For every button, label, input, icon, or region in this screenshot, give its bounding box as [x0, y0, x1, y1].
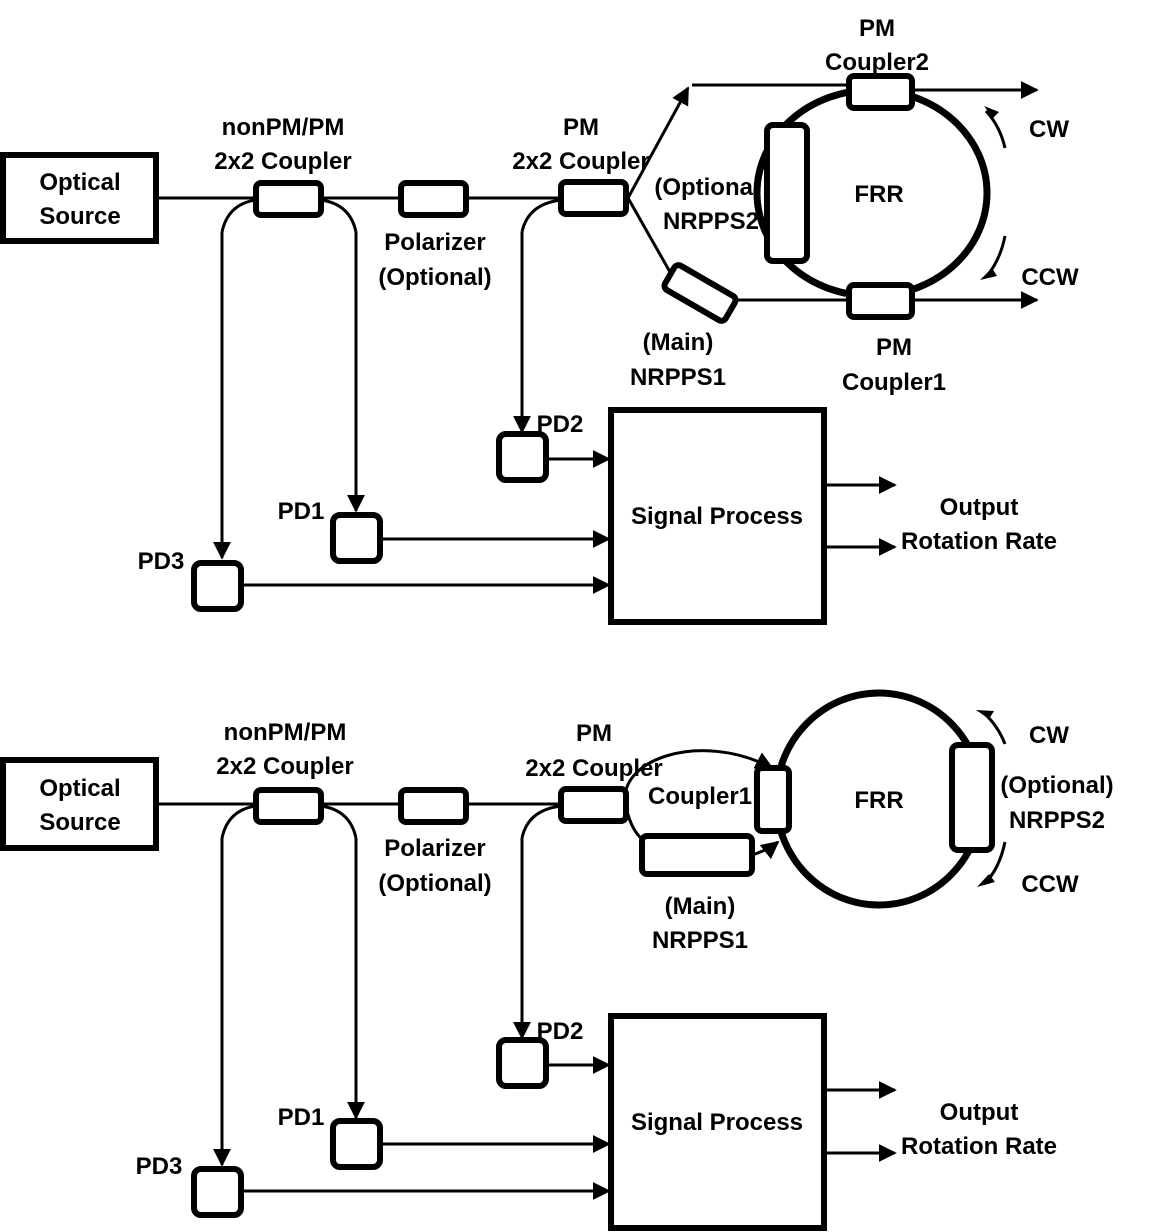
polarizer-2 [398, 787, 469, 825]
nrpps1-box-2 [639, 833, 755, 877]
nrpps2-2-label-line2: NRPPS2 [1009, 807, 1105, 834]
signal-process-box-2 [608, 1013, 827, 1231]
signal-process-label: Signal Process [631, 503, 803, 530]
nrpps2-2-label-line1: (Optional) [1000, 772, 1113, 799]
optical-source-box [0, 152, 159, 244]
nrpps1-2-label-line2: NRPPS1 [652, 927, 748, 954]
pd2-box [496, 431, 549, 483]
pd3-box [191, 560, 244, 612]
polarizer [398, 180, 469, 218]
polarizer-2-label-line2: (Optional) [378, 870, 491, 897]
tap-pd2-hook-2 [520, 804, 562, 839]
coupler-a-2 [253, 787, 324, 825]
nrpps1-box [661, 262, 739, 324]
coupler-a-label-line2: 2x2 Coupler [214, 148, 351, 175]
diagram-top: Optical Source nonPM/PM 2x2 Coupler Pola… [0, 15, 1079, 625]
pm-coupler1 [846, 282, 915, 320]
tap-pd1-hook-2 [320, 804, 358, 839]
signal-process-box [608, 407, 827, 625]
cw-label-2: CW [1029, 722, 1069, 749]
pd3-label: PD3 [138, 548, 185, 575]
frr-label: FRR [854, 181, 903, 208]
pd3-label-2: PD3 [136, 1153, 183, 1180]
cw-arrowhead-icon [984, 106, 999, 118]
nrpps1-label-line2: NRPPS1 [630, 364, 726, 391]
output-label-line2: Rotation Rate [901, 528, 1057, 555]
ccw-arrowhead-icon-2 [977, 874, 995, 887]
nrpps1-2-label-line1: (Main) [665, 893, 736, 920]
optical-source-label-line1: Optical [39, 169, 120, 196]
signal-process-label-2: Signal Process [631, 1109, 803, 1136]
output-2-label-line1: Output [940, 1099, 1019, 1126]
cw-label: CW [1029, 116, 1069, 143]
frr-label-2: FRR [854, 787, 903, 814]
ccw-arrow-icon [984, 235, 1007, 278]
coupler-b-label-line1: PM [563, 114, 599, 141]
polarizer-label-line1: Polarizer [384, 229, 485, 256]
pd3-box-2 [191, 1166, 244, 1218]
cw-arrow-icon [984, 109, 1007, 149]
pd2-label: PD2 [537, 411, 584, 438]
optical-source-box-2 [0, 757, 159, 851]
nrpps2-label-line2: NRPPS2 [663, 208, 759, 235]
optical-source-2-label-line1: Optical [39, 775, 120, 802]
nrpps2-label-line1: (Optional [654, 174, 759, 201]
coupler-b-2-label-line1: PM [576, 720, 612, 747]
coupler-a [253, 180, 324, 218]
tap-pd3-hook-2 [220, 804, 257, 839]
coupler-b [558, 179, 629, 217]
diagram-bottom: Optical Source nonPM/PM 2x2 Coupler Pola… [0, 689, 1114, 1231]
pm-coupler1-label-line2: Coupler1 [842, 369, 946, 396]
pd1-box [330, 512, 383, 564]
nrpps2-box-2 [949, 742, 995, 853]
ccw-label: CCW [1021, 264, 1079, 291]
tap-pd3-hook [220, 198, 257, 233]
tap-pd2-hook [520, 198, 562, 233]
nrpps1-label-line1: (Main) [643, 329, 714, 356]
coupler-b-label-line2: 2x2 Coupler [512, 148, 649, 175]
coupler-b-2 [558, 786, 629, 824]
pd2-label-2: PD2 [537, 1018, 584, 1045]
pd2-box-2 [496, 1037, 549, 1089]
pm-coupler2 [846, 73, 915, 111]
ccw-arrowhead-icon [980, 268, 997, 280]
pd1-label-2: PD1 [278, 1104, 325, 1131]
pd1-label: PD1 [278, 498, 325, 525]
upper-feed-2 [623, 749, 774, 807]
polarizer-label-line2: (Optional) [378, 264, 491, 291]
optical-source-2-label-line2: Source [39, 809, 120, 836]
coupler-a-label-line1: nonPM/PM [222, 114, 345, 141]
coupler-a-2-label-line1: nonPM/PM [224, 719, 347, 746]
coupler1-label: Coupler1 [648, 783, 752, 810]
pm-coupler2-label-line2: Coupler2 [825, 49, 929, 76]
ccw-label-2: CCW [1021, 871, 1079, 898]
pm-coupler1-label-line1: PM [876, 334, 912, 361]
coupler-a-2-label-line2: 2x2 Coupler [216, 753, 353, 780]
optical-source-label-line2: Source [39, 203, 120, 230]
cw-arrowhead-icon-2 [976, 710, 994, 719]
output-label-line1: Output [940, 494, 1019, 521]
nrpps1-to-coupler1 [751, 840, 780, 860]
nrpps2-box [764, 122, 810, 264]
pm-coupler2-label-line1: PM [859, 15, 895, 42]
pd1-box-2 [330, 1118, 383, 1170]
branch-lower [626, 197, 672, 273]
tap-pd1-hook [320, 198, 358, 233]
branch-upper [626, 86, 690, 199]
coupler1-box [754, 765, 792, 834]
polarizer-2-label-line1: Polarizer [384, 835, 485, 862]
output-2-label-line2: Rotation Rate [901, 1133, 1057, 1160]
